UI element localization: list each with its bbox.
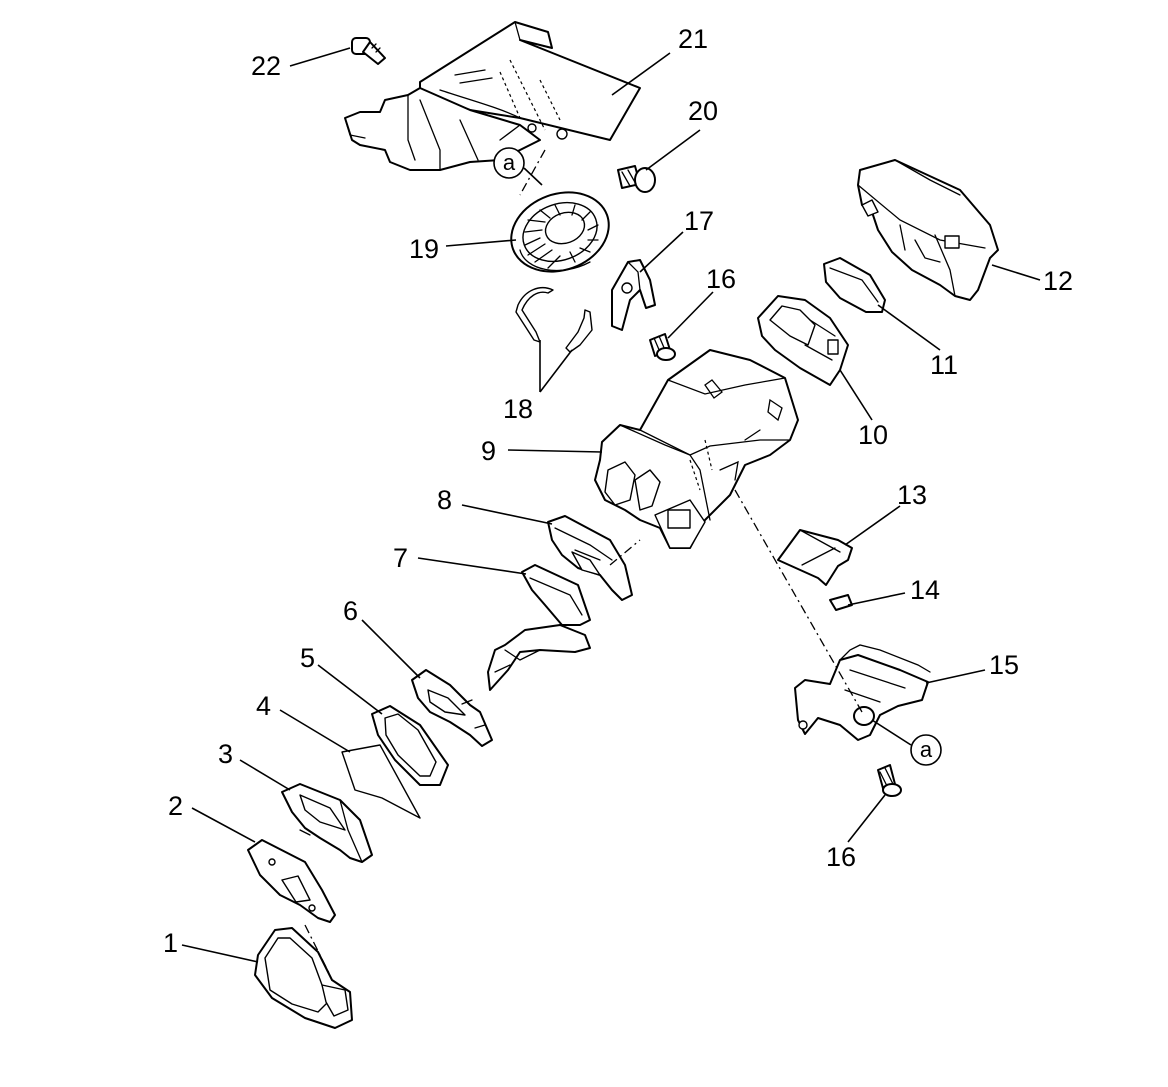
part-20-screw [617,165,656,193]
part-2-bracket-plate [247,839,336,923]
centerline-bezel [304,924,331,976]
centerline-holder [609,539,641,566]
reference-mark-lower: a [871,719,942,766]
part-11-filter [823,257,886,313]
part-7-sensor-board [487,564,591,691]
reference-mark-upper-label: a [503,150,516,175]
callout-15: 15 [989,650,1019,680]
callout-20: 20 [688,96,718,126]
part-5-gasket [371,705,449,786]
part-17-bracket [611,259,656,331]
callout-4: 4 [256,691,271,721]
part-15-mount-bracket [794,644,931,741]
duct-housing [344,87,568,171]
callout-6: 6 [343,596,358,626]
part-6-plate [411,669,493,747]
part-9-main-duct [594,349,799,549]
part-22-screw [351,37,386,65]
reference-mark-lower-label: a [920,737,933,762]
callout-1: 1 [163,928,178,958]
part-16-screw-lower [877,764,902,797]
part-4-sheet [341,744,421,819]
callout-22: 22 [251,51,281,81]
callout-16-upper: 16 [706,264,736,294]
part-12-cover-housing [857,159,999,301]
part-8-holder [547,515,633,601]
part-10-frame-box [757,295,849,386]
callout-12: 12 [1043,266,1073,296]
centerline-bracket [734,489,863,713]
reference-mark-upper: a [493,147,543,186]
callout-17: 17 [684,206,714,236]
callout-10: 10 [858,420,888,450]
part-14-clip [829,594,853,611]
callout-2: 2 [168,791,183,821]
callout-11: 11 [930,350,958,380]
leader-lines [181,47,1041,963]
part-13-bracket [777,529,853,586]
callout-5: 5 [300,643,315,673]
callout-13: 13 [897,480,927,510]
callout-9: 9 [481,436,496,466]
callout-7: 7 [393,543,408,573]
callout-21: 21 [678,24,708,54]
callout-19: 19 [409,234,439,264]
callout-3: 3 [218,739,233,769]
part-1-bezel [254,927,353,1029]
callout-8: 8 [437,485,452,515]
callout-16-lower: 16 [826,842,856,872]
callout-labels: 1 2 3 4 5 6 7 8 9 10 11 12 13 14 15 16 1… [163,24,1073,958]
part-18-wire-springs [515,287,593,353]
part-19-fan [510,191,610,273]
part-3-housing [281,783,373,863]
callout-18: 18 [503,394,533,424]
centerline-fan [519,149,546,196]
part-16-screw-upper [649,333,676,361]
callout-14: 14 [910,575,940,605]
